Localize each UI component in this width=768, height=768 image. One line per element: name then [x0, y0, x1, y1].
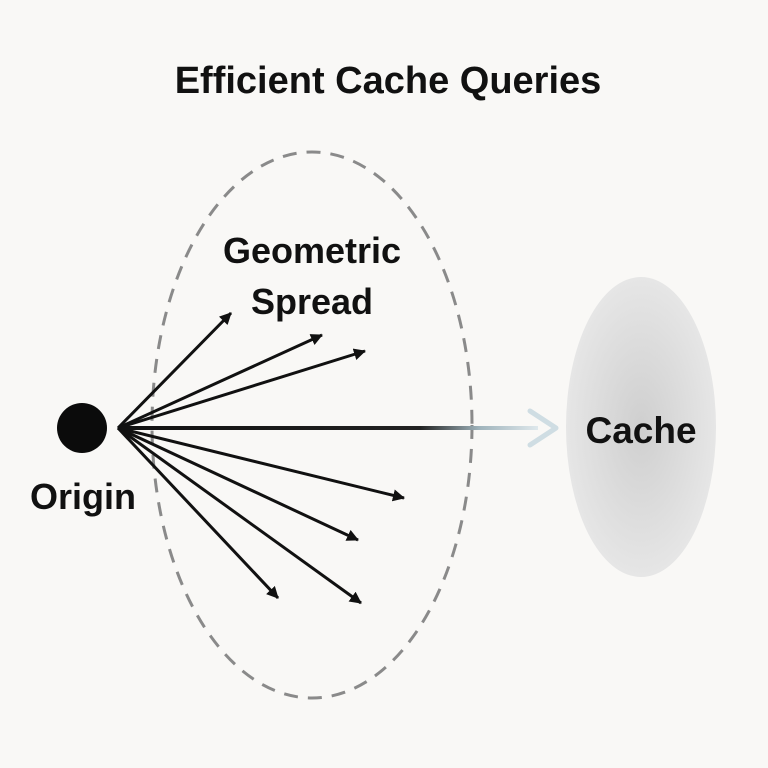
cache-label: Cache [585, 410, 696, 451]
diagram-title: Efficient Cache Queries [175, 60, 602, 102]
spread-arrow [117, 333, 323, 430]
spread-arrow [117, 426, 359, 542]
origin-label: Origin [30, 476, 136, 517]
cache-query-arrow [118, 408, 559, 448]
spread-arrows [116, 311, 405, 605]
spread-arrow [116, 426, 280, 600]
spread-arrow [117, 426, 405, 502]
spread-arrow [117, 426, 362, 605]
spread-boundary-dashed-ellipse [150, 150, 474, 700]
spread-arrow [116, 311, 233, 430]
cache-ellipse [566, 277, 716, 577]
spread-label-line1: Geometric [223, 230, 401, 271]
spread-label-line2: Spread [251, 281, 373, 322]
spread-arrow [117, 348, 366, 430]
origin-node-icon [57, 403, 107, 453]
